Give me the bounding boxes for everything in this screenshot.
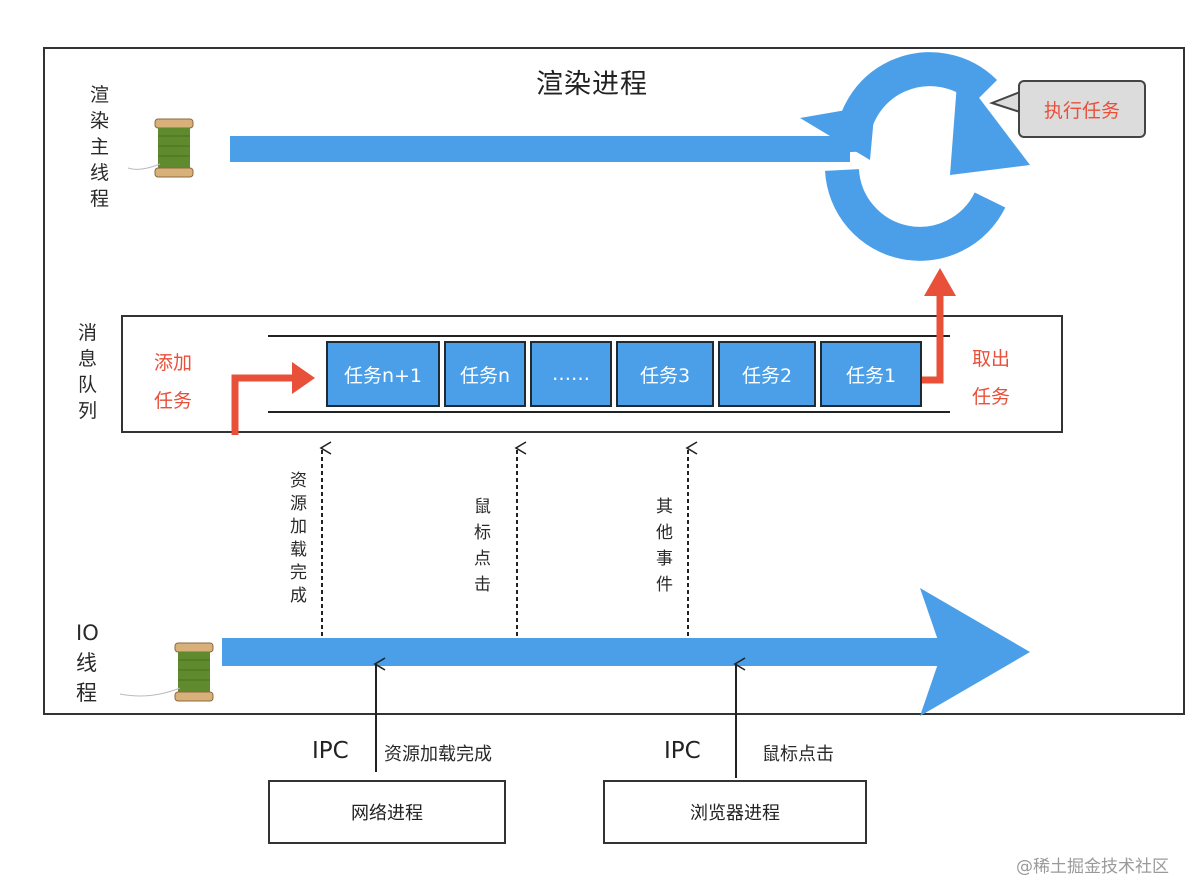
queue-label-char: 息: [78, 348, 98, 370]
watermark: @稀土掘金技术社区: [1016, 857, 1169, 877]
io-thread-label-char: 线: [76, 651, 97, 675]
event-label-char: 加: [290, 517, 307, 537]
queue-label-char: 列: [78, 400, 98, 422]
main-thread-bar: [230, 136, 850, 162]
network-process-box: 网络进程: [268, 780, 506, 844]
main-thread-label-char: 线: [90, 162, 110, 184]
ipc-label-right: IPC: [664, 738, 701, 764]
task-item: 任务3: [616, 341, 714, 407]
add-task-label-line: 添加: [154, 352, 193, 374]
event-label-char: 其: [656, 497, 673, 517]
event-label-char: 击: [474, 575, 491, 595]
io-thread-label-char: 程: [76, 681, 97, 705]
main-thread-label-char: 程: [90, 188, 110, 210]
event-label-other: 其 他 事 件: [656, 494, 673, 598]
message-queue-label: 消 息 队 列: [78, 320, 97, 424]
main-thread-label: 渲 染 主 线 程: [90, 82, 109, 212]
main-thread-label-char: 主: [90, 136, 110, 158]
ipc-text-right: 鼠标点击: [762, 744, 834, 765]
message-queue-frame: [121, 315, 1063, 433]
ipc-text-left: 资源加载完成: [384, 744, 492, 765]
browser-process-box: 浏览器进程: [603, 780, 867, 844]
event-label-char: 件: [656, 575, 673, 595]
queue-label-char: 队: [78, 374, 98, 396]
task-loop-icon: [800, 52, 1030, 261]
add-task-label: 添加 任务: [154, 344, 192, 420]
io-thread-label: IO 线 程: [76, 618, 99, 708]
main-thread-label-char: 渲: [90, 84, 110, 106]
main-thread-label-char: 染: [90, 110, 110, 132]
event-label-char: 点: [474, 549, 491, 569]
add-task-label-line: 任务: [154, 390, 193, 412]
ipc-label-left: IPC: [312, 738, 349, 764]
diagram-title: 渲染进程: [536, 69, 648, 100]
event-label-char: 完: [290, 563, 307, 583]
task-item: ……: [530, 341, 612, 407]
add-task-arrow: [231, 362, 315, 435]
spool-icon-io-thread: [119, 642, 214, 702]
task-item: 任务1: [820, 341, 922, 407]
spool-icon-main-thread: [127, 118, 194, 178]
task-item: 任务n+1: [326, 341, 440, 407]
take-task-arrow: [922, 268, 956, 384]
event-label-char: 资: [290, 471, 307, 491]
io-thread-arrow: [222, 588, 1030, 716]
take-task-label-line: 任务: [972, 386, 1011, 408]
execute-task-bubble: 执行任务: [1018, 80, 1146, 138]
event-label-mouse: 鼠 标 点 击: [474, 494, 491, 598]
event-label-char: 事: [656, 549, 673, 569]
io-thread-label-char: IO: [76, 621, 99, 645]
event-label-char: 标: [474, 523, 491, 543]
event-label-char: 源: [290, 494, 307, 514]
event-label-char: 成: [290, 586, 307, 606]
queue-label-char: 消: [78, 322, 98, 344]
bubble-pointer: [989, 90, 1021, 114]
renderer-process-frame: [43, 47, 1185, 715]
event-label-char: 载: [290, 540, 307, 560]
event-label-char: 他: [656, 523, 673, 543]
event-label-char: 鼠: [474, 497, 491, 517]
task-item: 任务2: [718, 341, 816, 407]
take-task-label-line: 取出: [972, 348, 1011, 370]
take-task-label: 取出 任务: [972, 340, 1010, 416]
event-label-resource: 资 源 加 载 完 成: [290, 470, 307, 608]
task-item: 任务n: [444, 341, 526, 407]
